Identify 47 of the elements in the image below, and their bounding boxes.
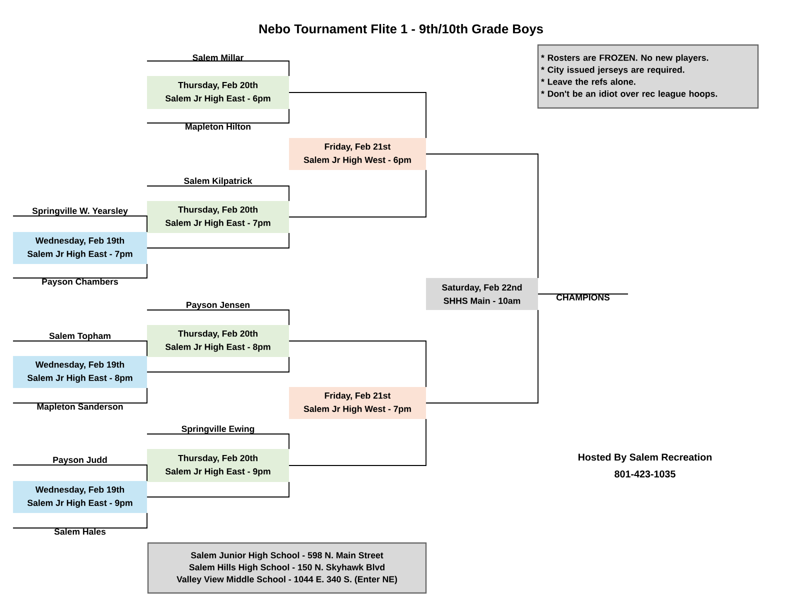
bracket-line — [426, 310, 538, 404]
game-box: Saturday, Feb 22nd SHHS Main - 10am — [426, 278, 538, 310]
team-name: Salem Millar — [192, 54, 244, 61]
team-name: Salem Topham — [49, 332, 110, 341]
team-name: Payson Jensen — [186, 302, 250, 310]
bracket-line — [288, 418, 426, 466]
bracket-line — [12, 340, 148, 356]
bracket-line — [12, 464, 148, 482]
title: Nebo Tournament Flite 1 - 9th/10th Grade Boys — [259, 24, 543, 36]
rules-box: * Rosters are FROZEN. No new players. * City issued jerseys are required. * Leave the refs alone. * Don't be an idiot over rec league hoops. — [537, 44, 759, 109]
team-name: Salem Kilpatrick — [184, 178, 252, 186]
bracket-line — [146, 60, 290, 76]
bracket-line — [146, 434, 290, 450]
host-text: Hosted By Salem Recreation — [578, 453, 712, 463]
game-box: Friday, Feb 21st Salem Jr High West - 6pm — [289, 138, 426, 170]
game-box: Thursday, Feb 20th Salem Jr High East - 9pm — [147, 449, 289, 482]
team-name: Mapleton Sanderson — [37, 403, 123, 412]
bracket-line — [12, 388, 148, 404]
bracket-line — [426, 154, 538, 278]
game-box: Thursday, Feb 20th Salem Jr High East - 8pm — [147, 325, 289, 357]
phone-number: 801-423-1035 — [614, 470, 676, 478]
bracket-line — [146, 310, 290, 326]
bracket-line — [12, 512, 148, 528]
address-box: Salem Junior High School - 598 N. Main Street Salem Hills High School - 150 N. Skyhawk Blvd Valley View Middle School - 1044 E. 340 S. (Enter NE) — [147, 542, 427, 594]
team-name: Springville Ewing — [182, 426, 254, 434]
champion-label: CHAMPIONS — [556, 294, 610, 300]
bracket-line — [146, 232, 290, 248]
team-name: Springville W. Yearsley — [32, 208, 128, 216]
game-box: Friday, Feb 21st Salem Jr High West - 7pm — [289, 387, 426, 419]
bracket-line — [288, 92, 426, 138]
bracket-line — [146, 482, 290, 498]
game-box: Thursday, Feb 20th Salem Jr High East - 7pm — [147, 201, 289, 233]
bracket-line — [12, 264, 148, 278]
bracket-line — [146, 186, 290, 202]
bracket-line — [12, 216, 148, 232]
bracket-line — [146, 108, 290, 124]
bracket-line — [288, 340, 426, 388]
team-name: Payson Judd — [53, 456, 107, 465]
bracket-line — [146, 356, 290, 372]
game-box: Wednesday, Feb 19th Salem Jr High East - 9pm — [13, 481, 147, 513]
game-box: Thursday, Feb 20th Salem Jr High East - 6pm — [147, 76, 289, 109]
team-name: Mapleton Hilton — [186, 123, 250, 132]
game-box: Wednesday, Feb 19th Salem Jr High East - 7pm — [13, 232, 147, 264]
bracket-line — [288, 170, 426, 218]
game-box: Wednesday, Feb 19th Salem Jr High East - 8pm — [13, 356, 147, 388]
team-name: Payson Chambers — [42, 278, 118, 286]
team-name: Salem Hales — [54, 528, 106, 535]
